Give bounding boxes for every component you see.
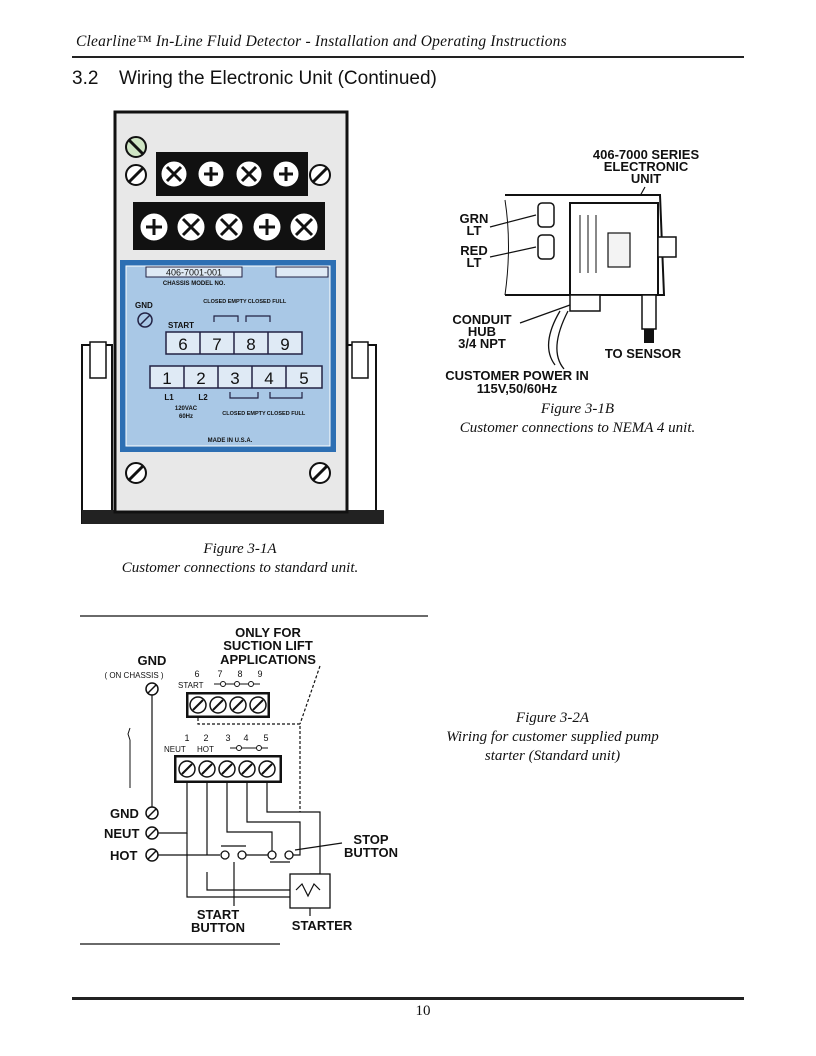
- section-number: 3.2: [72, 68, 99, 89]
- caption-3-2a-text-2: starter (Standard unit): [484, 748, 621, 764]
- term-9: 9: [280, 335, 289, 354]
- power-label-2: 115V,50/60Hz: [477, 381, 558, 396]
- caption-figure-3-2a: Figure 3-2A Wiring for customer supplied…: [395, 709, 710, 766]
- model-label: CHASSIS MODEL NO.: [163, 281, 226, 287]
- only-for-2: SUCTION LIFT: [223, 638, 313, 653]
- t2-3: 3: [225, 733, 230, 743]
- term-6: 6: [178, 335, 187, 354]
- red-lt-2: LT: [467, 255, 482, 270]
- grn-lt-2: LT: [467, 223, 482, 238]
- caption-3-1b-title: Figure 3-1B: [540, 401, 615, 417]
- power-label-1: CUSTOMER POWER IN: [445, 368, 589, 383]
- figure-3-2a: ONLY FOR SUCTION LIFT APPLICATIONS GND (…: [80, 615, 428, 945]
- t2-2: 2: [203, 733, 208, 743]
- term-7: 7: [212, 335, 221, 354]
- model-number: 406-7001-001: [166, 268, 222, 278]
- grn-lt-1: GRN: [460, 211, 489, 226]
- t2-4: 4: [243, 733, 248, 743]
- series-label-1: 406-7000 SERIES: [593, 147, 700, 162]
- caption-3-1a-text: Customer connections to standard unit.: [121, 560, 359, 576]
- section-title: Wiring the Electronic Unit (Continued): [119, 68, 437, 89]
- t2-6: 6: [194, 669, 199, 679]
- vac-label: 120VAC: [175, 406, 198, 412]
- red-lt-1: RED: [460, 243, 487, 258]
- l2-label: L2: [198, 393, 208, 402]
- only-for-3: APPLICATIONS: [220, 652, 316, 667]
- only-for-1: ONLY FOR: [235, 625, 301, 640]
- caption-3-2a-title: Figure 3-2A: [515, 710, 590, 726]
- closed-empty-top: CLOSED EMPTY: [203, 299, 247, 305]
- closed-full-top: CLOSED FULL: [248, 299, 287, 305]
- top-terminal-strip: [156, 152, 308, 196]
- made-in-usa: MADE IN U.S.A.: [208, 438, 253, 444]
- hz-label: 60Hz: [179, 414, 193, 420]
- header-rule: [72, 56, 744, 58]
- series-label-2: ELECTRONIC: [604, 159, 689, 174]
- running-header: Clearline™ In-Line Fluid Detector - Inst…: [76, 33, 567, 50]
- caption-figure-3-1b: Figure 3-1B Customer connections to NEMA…: [405, 400, 750, 438]
- series-label-3: UNIT: [631, 171, 661, 186]
- to-sensor-label: TO SENSOR: [605, 346, 682, 361]
- closed-empty-bottom: CLOSED EMPTY: [222, 411, 266, 417]
- caption-3-1a-title: Figure 3-1A: [203, 541, 277, 557]
- conduit-label-2: HUB: [468, 324, 496, 339]
- on-chassis-label: ( ON CHASSIS ): [104, 671, 163, 680]
- hot-small: HOT: [197, 745, 214, 754]
- closed-full-bottom: CLOSED FULL: [267, 411, 306, 417]
- term-5: 5: [299, 369, 308, 388]
- neut-label-2a: NEUT: [104, 826, 139, 841]
- l1-label: L1: [164, 393, 174, 402]
- t2-7: 7: [217, 669, 222, 679]
- caption-3-1b-text: Customer connections to NEMA 4 unit.: [459, 420, 696, 436]
- term-1: 1: [162, 369, 171, 388]
- section-heading: 3.2 Wiring the Electronic Unit (Continued…: [72, 68, 437, 90]
- term-4: 4: [264, 369, 273, 388]
- conduit-label-1: CONDUIT: [452, 312, 511, 327]
- footer-rule: [72, 997, 744, 1000]
- stop-button-1: STOP: [353, 832, 388, 847]
- gnd-label: GND: [135, 301, 153, 310]
- bottom-terminal-strip: [133, 202, 325, 250]
- figure-3-1b: 406-7000 SERIES ELECTRONIC UNIT GRN LT R…: [445, 147, 700, 396]
- t2-1: 1: [184, 733, 189, 743]
- t2-9: 9: [257, 669, 262, 679]
- starter-label: STARTER: [292, 918, 353, 933]
- term-3: 3: [230, 369, 239, 388]
- figure-3-1a: 406-7001-001 CHASSIS MODEL NO. GND CLOSE…: [81, 110, 384, 524]
- conduit-label-3: 3/4 NPT: [458, 336, 506, 351]
- gnd-label-2a: GND: [110, 806, 139, 821]
- caption-3-2a-text-1: Wiring for customer supplied pump: [446, 729, 659, 745]
- term-8: 8: [246, 335, 255, 354]
- neut-small: NEUT: [164, 745, 186, 754]
- t2-8: 8: [237, 669, 242, 679]
- page-number: 10: [415, 1003, 431, 1019]
- start-label: START: [168, 321, 194, 330]
- start-button-2: BUTTON: [191, 920, 245, 935]
- caption-figure-3-1a: Figure 3-1A Customer connections to stan…: [70, 540, 410, 578]
- hot-label-2a: HOT: [110, 848, 138, 863]
- stop-button-2: BUTTON: [344, 845, 398, 860]
- gnd-top-label: GND: [138, 653, 167, 668]
- start-small: START: [178, 681, 204, 690]
- term-2: 2: [196, 369, 205, 388]
- start-button-1: START: [197, 907, 239, 922]
- t2-5: 5: [263, 733, 268, 743]
